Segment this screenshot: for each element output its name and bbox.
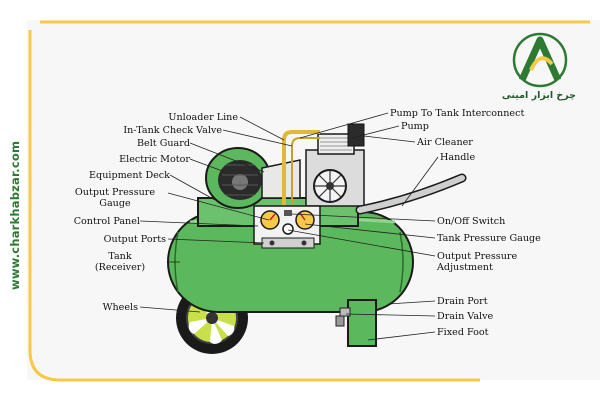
logo-text: چرخ ابزار امینی	[501, 90, 576, 101]
label-pump-to-tank-interconnect: Pump To Tank Interconnect	[390, 108, 525, 119]
pressure-adjustment-knob	[282, 223, 294, 235]
air-cleaner	[347, 123, 365, 147]
fixed-foot	[347, 299, 377, 347]
label-pump: Pump	[401, 121, 429, 132]
label-unloader-line: Unloader Line	[168, 112, 238, 123]
label-wheels: Wheels	[102, 302, 138, 313]
electric-motor	[205, 147, 271, 209]
label-output-pressure-adjustment: Output Pressure Adjustment	[437, 251, 518, 273]
control-panel	[253, 205, 321, 249]
leader-lines	[139, 112, 439, 341]
label-output-pressure-gauge: Output Pressure Gauge	[74, 187, 156, 209]
pump	[305, 133, 365, 207]
label-equipment-deck: Equipment Deck	[89, 170, 170, 181]
label-drain-port: Drain Port	[437, 296, 488, 307]
label-air-cleaner: Air Cleaner	[417, 137, 473, 148]
label-tank: Tank (Receiver)	[94, 251, 146, 273]
label-in-tank-check-valve: In-Tank Check Valve	[123, 125, 222, 136]
label-on-off-switch: On/Off Switch	[437, 216, 506, 227]
label-belt-guard: Belt Guard	[137, 138, 190, 149]
accent-border	[28, 20, 590, 382]
label-output-ports: Output Ports	[103, 234, 166, 245]
on-off-switch	[284, 210, 292, 216]
label-drain-valve: Drain Valve	[437, 311, 494, 322]
belt-guard	[261, 159, 301, 199]
website-url: www.charkhabzar.com	[8, 140, 22, 290]
label-electric-motor: Electric Motor	[119, 154, 190, 165]
label-handle: Handle	[440, 152, 476, 163]
drain-valve	[335, 307, 351, 327]
label-fixed-foot: Fixed Foot	[437, 327, 489, 338]
label-tank-pressure-gauge: Tank Pressure Gauge	[437, 233, 541, 244]
label-control-panel: Control Panel	[73, 216, 140, 227]
brand-logo	[512, 32, 568, 88]
